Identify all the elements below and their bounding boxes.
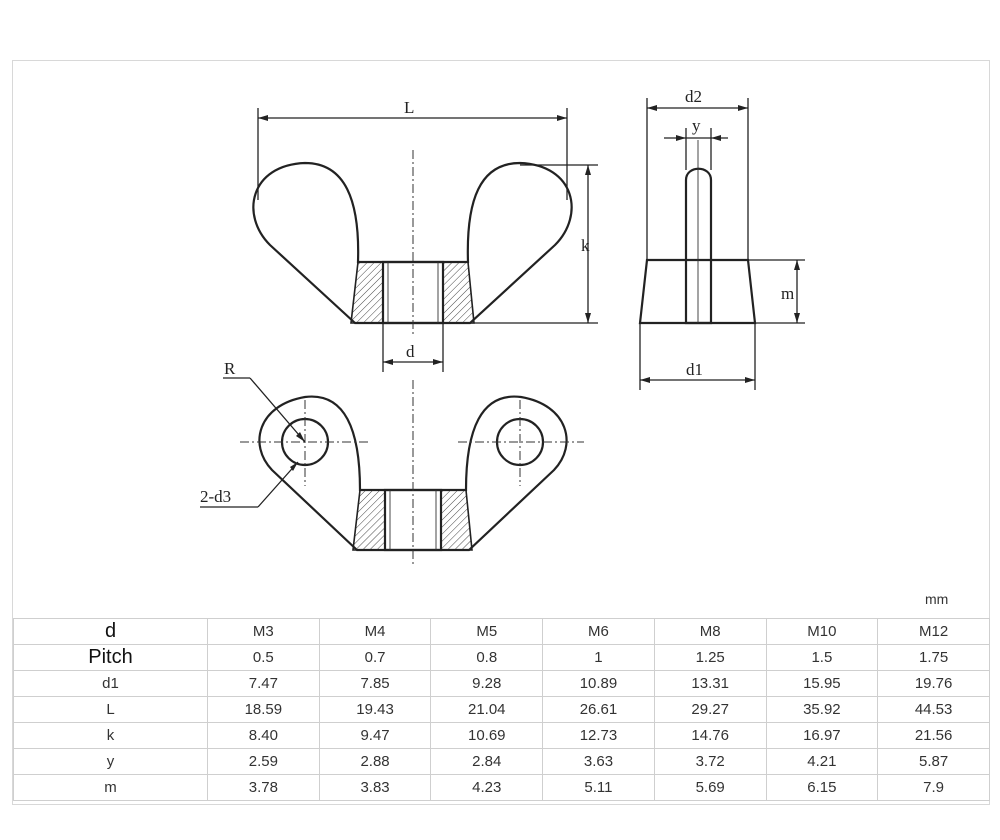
table-cell: 1.5 <box>765 644 879 671</box>
bottom-hub-left <box>352 489 386 551</box>
row-header: Pitch <box>13 644 208 671</box>
table-cell: 3.72 <box>653 748 767 775</box>
dim-k-label: k <box>581 236 590 255</box>
hub-section-left <box>350 261 384 324</box>
side-view: d2 y m d1 <box>638 87 805 390</box>
table-cell: 14.76 <box>653 722 767 749</box>
table-cell: 21.04 <box>430 696 544 723</box>
table-cell: M6 <box>542 618 655 645</box>
table-cell: M4 <box>318 618 432 645</box>
dim-d1-label: d1 <box>686 360 703 379</box>
table-cell: 44.53 <box>877 696 990 723</box>
table-cell: 2.88 <box>318 748 432 775</box>
table-cell: 7.9 <box>877 774 990 801</box>
table-cell: 1.75 <box>877 644 990 671</box>
front-view: L k d <box>252 98 598 372</box>
table-cell: 15.95 <box>765 670 879 697</box>
side-base <box>638 258 757 325</box>
table-cell: 26.61 <box>542 696 655 723</box>
table-cell: 4.21 <box>765 748 879 775</box>
table-cell: 16.97 <box>765 722 879 749</box>
table-cell: 10.69 <box>430 722 544 749</box>
table-cell: 8.40 <box>207 722 320 749</box>
table-cell: 0.8 <box>430 644 544 671</box>
table-cell: 12.73 <box>542 722 655 749</box>
row-header: L <box>13 696 208 723</box>
dim-L-label: L <box>404 98 414 117</box>
table-cell: 29.27 <box>653 696 767 723</box>
table-cell: 9.28 <box>430 670 544 697</box>
d3-label: 2-d3 <box>200 487 231 506</box>
table-cell: 3.83 <box>318 774 432 801</box>
bottom-view: R 2-d3 <box>200 359 584 565</box>
table-cell: 10.89 <box>542 670 655 697</box>
unit-label: mm <box>925 591 949 607</box>
table-cell: 3.78 <box>207 774 320 801</box>
table-cell: 0.5 <box>207 644 320 671</box>
table-cell: 1.25 <box>653 644 767 671</box>
table-cell: 5.87 <box>877 748 990 775</box>
table-cell: 19.76 <box>877 670 990 697</box>
table-cell: 2.84 <box>430 748 544 775</box>
dim-d2-label: d2 <box>685 87 702 106</box>
table-cell: 6.15 <box>765 774 879 801</box>
table-cell: 7.47 <box>207 670 320 697</box>
table-cell: 21.56 <box>877 722 990 749</box>
table-cell: 0.7 <box>318 644 432 671</box>
table-cell: M8 <box>653 618 767 645</box>
dim-y-label: y <box>692 116 701 135</box>
table-cell: 7.85 <box>318 670 432 697</box>
dim-m-label: m <box>781 284 794 303</box>
table-cell: 1 <box>542 644 655 671</box>
table-cell: 9.47 <box>318 722 432 749</box>
table-cell: 18.59 <box>207 696 320 723</box>
bottom-hub-right <box>440 489 473 551</box>
table-cell: M10 <box>765 618 879 645</box>
table-cell: 4.23 <box>430 774 544 801</box>
table-cell: 5.69 <box>653 774 767 801</box>
row-header: k <box>13 722 208 749</box>
table-cell: 13.31 <box>653 670 767 697</box>
R-label: R <box>224 359 236 378</box>
row-header: d1 <box>13 670 208 697</box>
table-cell: 19.43 <box>318 696 432 723</box>
table-cell: 5.11 <box>542 774 655 801</box>
row-header: m <box>13 774 208 801</box>
diagram-frame <box>12 60 990 805</box>
side-wing <box>684 167 713 325</box>
dim-d-label: d <box>406 342 415 361</box>
row-header: d <box>13 618 208 645</box>
table-cell: M12 <box>877 618 990 645</box>
table-cell: M5 <box>430 618 544 645</box>
table-cell: 3.63 <box>542 748 655 775</box>
hub-section-right <box>442 261 475 324</box>
table-cell: M3 <box>207 618 320 645</box>
table-cell: 2.59 <box>207 748 320 775</box>
row-header: y <box>13 748 208 775</box>
table-cell: 35.92 <box>765 696 879 723</box>
wing-nut-drawing: L k d d2 y <box>200 87 805 565</box>
